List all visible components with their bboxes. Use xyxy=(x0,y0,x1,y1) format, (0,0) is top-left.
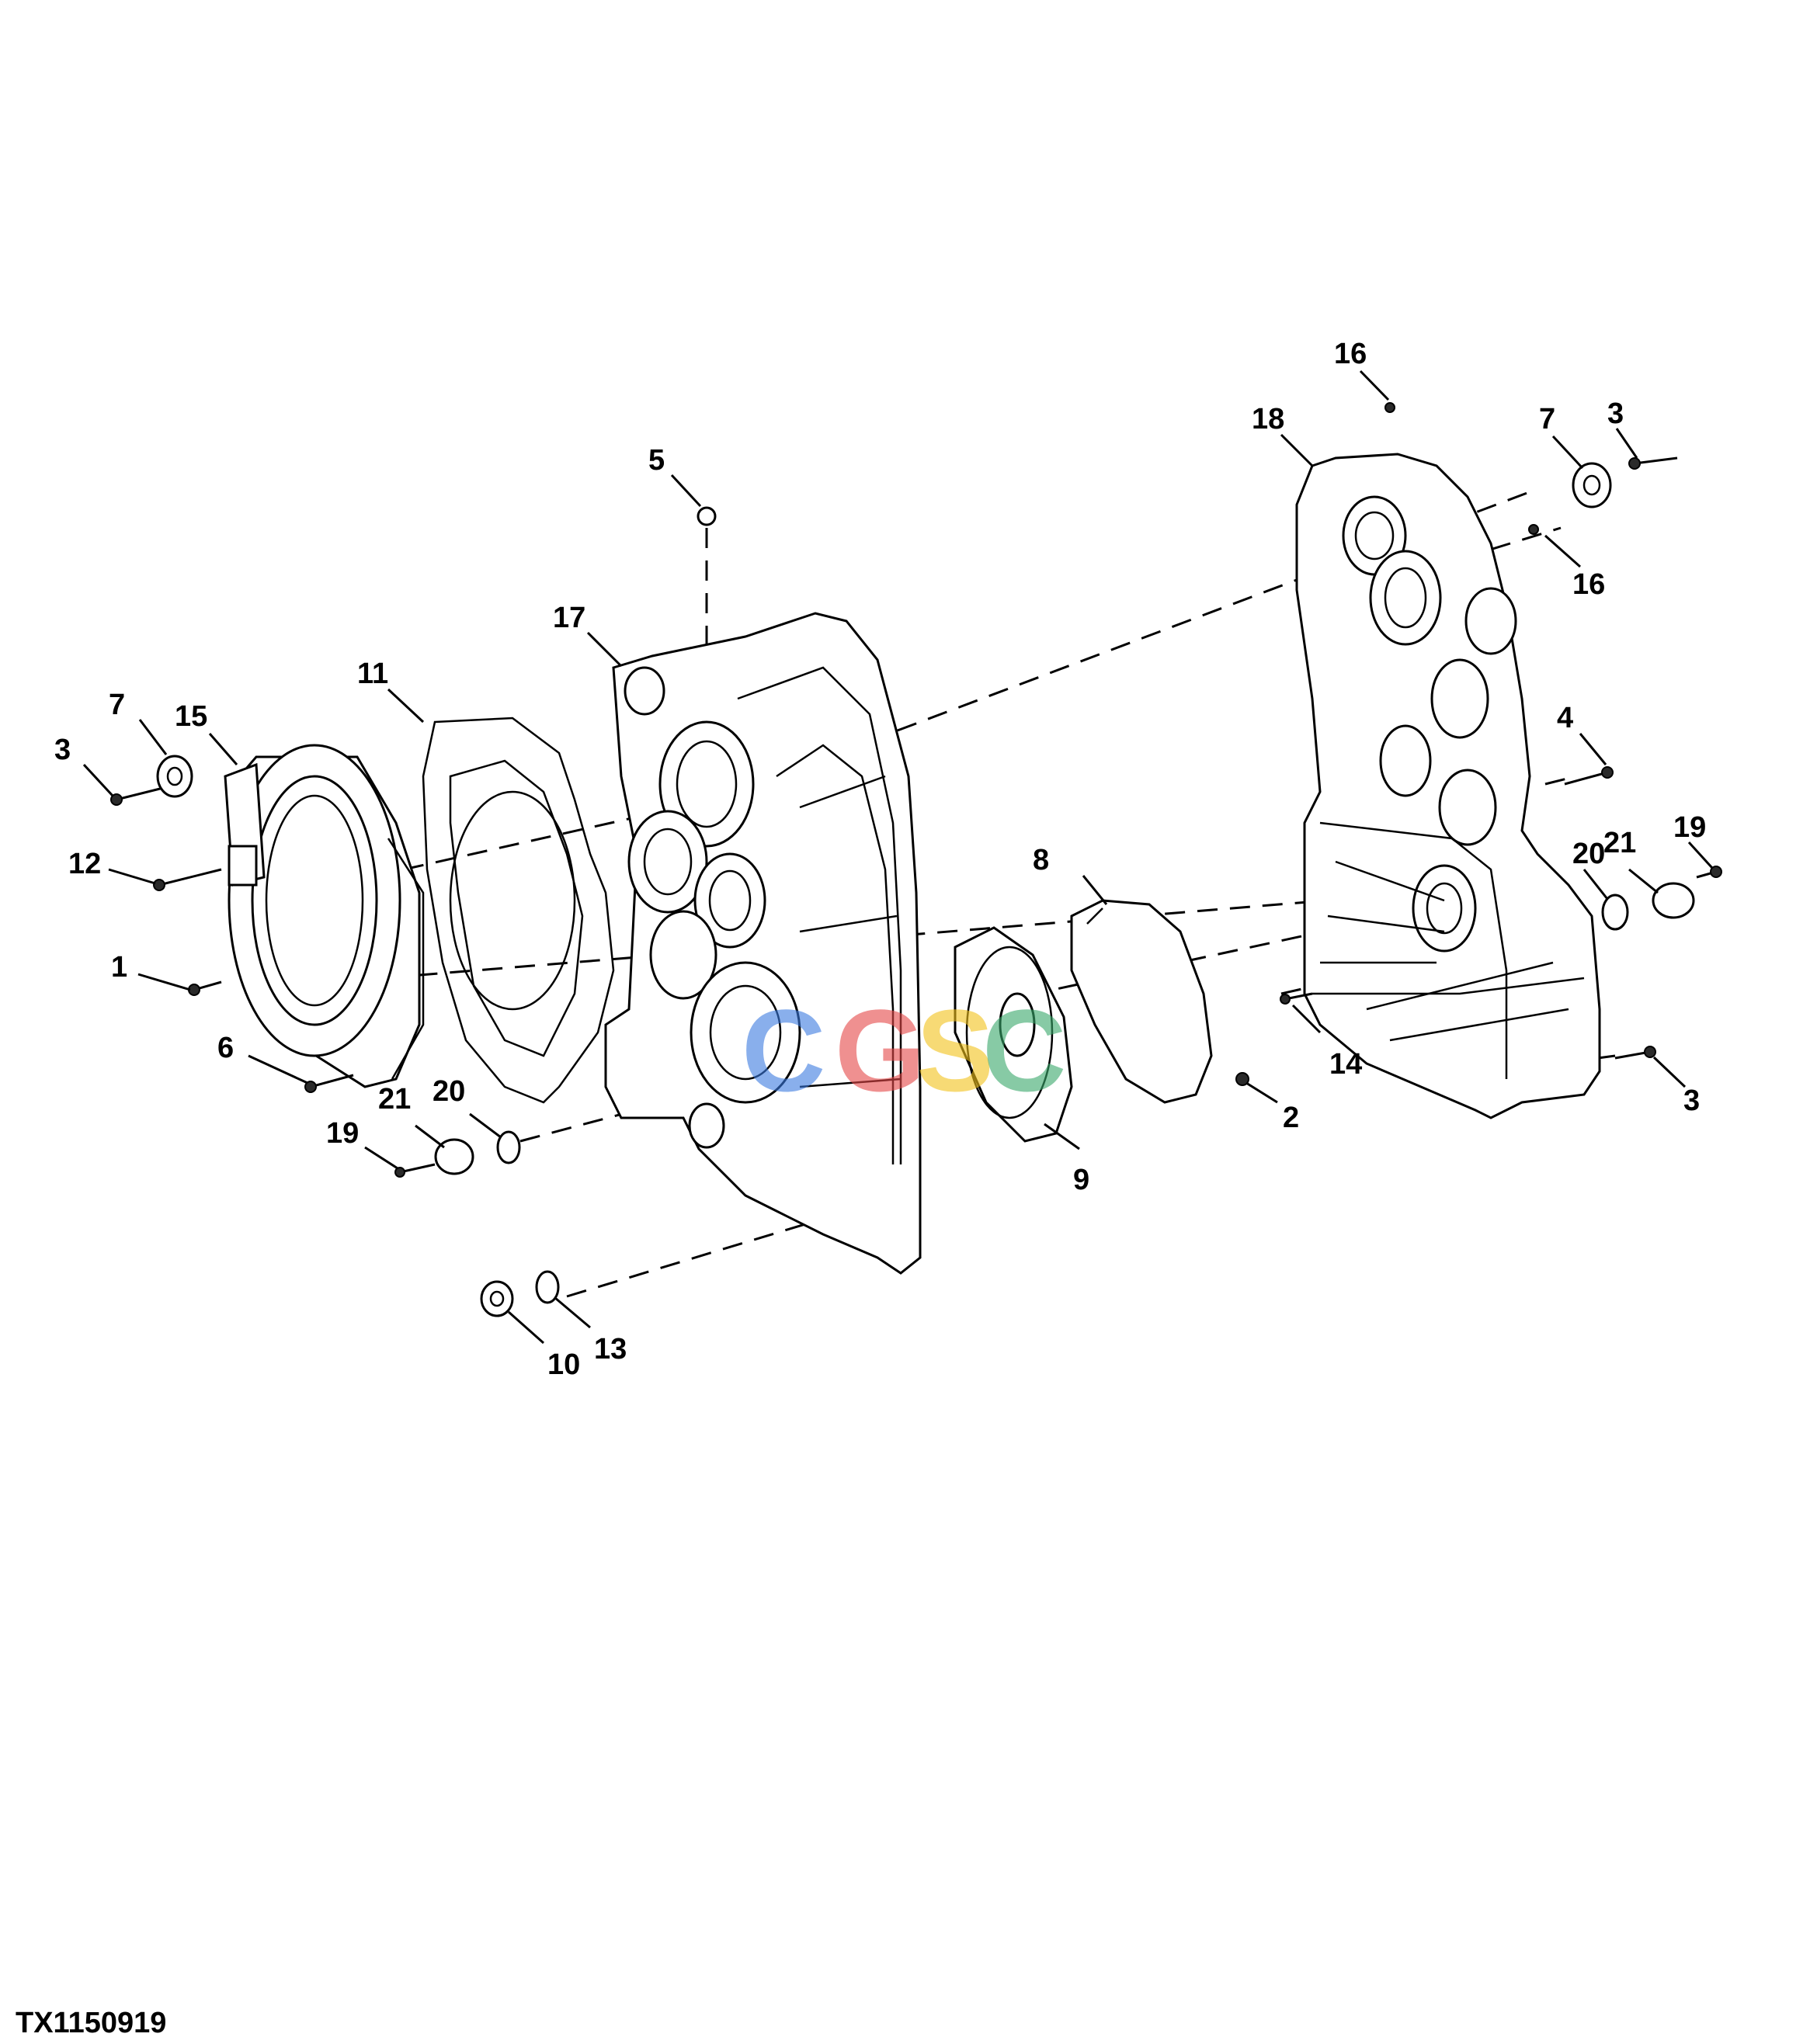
ring-13 xyxy=(535,1270,560,1304)
watermark: C G S C xyxy=(742,985,1066,1116)
callout-3-bottom-right: 3 xyxy=(1683,1084,1700,1117)
callout-1: 1 xyxy=(111,951,127,984)
callout-7-left: 7 xyxy=(109,689,125,721)
callout-15: 15 xyxy=(175,700,207,733)
figure-id: TX1150919 xyxy=(16,2007,166,2039)
part-11-gasket xyxy=(422,717,615,1104)
callout-14: 14 xyxy=(1329,1048,1362,1081)
bolt-19-right xyxy=(1696,866,1722,879)
callout-3-left: 3 xyxy=(54,734,71,766)
watermark-letter-c2: C xyxy=(982,985,1066,1116)
part-18-rear-housing xyxy=(1295,453,1601,1119)
bolt-2 xyxy=(1235,1072,1249,1086)
nut-5 xyxy=(697,506,717,526)
washer-7-right xyxy=(1572,462,1612,508)
bolt-4 xyxy=(1564,766,1614,786)
callout-12: 12 xyxy=(68,848,101,880)
callout-21-left: 21 xyxy=(378,1083,411,1116)
callout-10: 10 xyxy=(547,1348,580,1381)
callout-6: 6 xyxy=(217,1032,234,1064)
bolt-14 xyxy=(1280,992,1313,1005)
watermark-letter-s: S xyxy=(916,985,994,1116)
washer-7-left xyxy=(156,755,193,798)
callout-13: 13 xyxy=(594,1333,627,1366)
nut-10 xyxy=(480,1280,514,1317)
ring-20-right xyxy=(1601,894,1629,931)
hardware xyxy=(110,402,1722,1317)
ring-20-left xyxy=(496,1130,521,1164)
pin-16-top xyxy=(1384,402,1395,413)
callout-7-right: 7 xyxy=(1539,403,1555,436)
watermark-letter-g: G xyxy=(835,985,926,1116)
part-15-cover-assembly xyxy=(224,744,425,1088)
callout-5: 5 xyxy=(648,444,665,477)
part-8-shield xyxy=(1070,899,1213,1104)
leader-lines xyxy=(82,370,1714,1345)
callout-18: 18 xyxy=(1252,403,1284,436)
part-17-front-housing xyxy=(604,612,922,1275)
part-9-cover-plate xyxy=(954,926,1073,1143)
callout-21-right: 21 xyxy=(1603,827,1636,859)
cap-21-right xyxy=(1652,882,1695,919)
bolt-3-left xyxy=(110,786,164,806)
callout-20-right: 20 xyxy=(1572,838,1605,870)
callout-8: 8 xyxy=(1033,844,1049,876)
callout-17: 17 xyxy=(553,602,585,634)
bolt-12 xyxy=(153,868,222,891)
bolt-19-left xyxy=(394,1163,436,1178)
callout-19-right: 19 xyxy=(1673,811,1706,844)
callout-3-top-right: 3 xyxy=(1607,397,1624,430)
bolt-3-top-right xyxy=(1628,456,1678,470)
bolt-6 xyxy=(304,1074,354,1093)
cap-21-left xyxy=(434,1138,474,1175)
callout-9: 9 xyxy=(1073,1164,1089,1196)
bolt-1 xyxy=(188,980,222,996)
pin-16-side xyxy=(1528,524,1539,535)
bolt-3-bottom-right xyxy=(1614,1046,1656,1060)
callout-20-left: 20 xyxy=(433,1075,465,1108)
watermark-letter-c1: C xyxy=(742,985,825,1116)
callout-4: 4 xyxy=(1557,702,1573,734)
callout-16-top: 16 xyxy=(1334,338,1367,370)
callout-11: 11 xyxy=(357,658,388,690)
callout-labels: 16 18 7 3 16 5 17 11 7 15 3 4 19 21 20 1… xyxy=(54,338,1706,1381)
callout-16-side: 16 xyxy=(1572,568,1605,601)
callout-19-left: 19 xyxy=(326,1117,359,1150)
callout-2: 2 xyxy=(1283,1102,1299,1134)
